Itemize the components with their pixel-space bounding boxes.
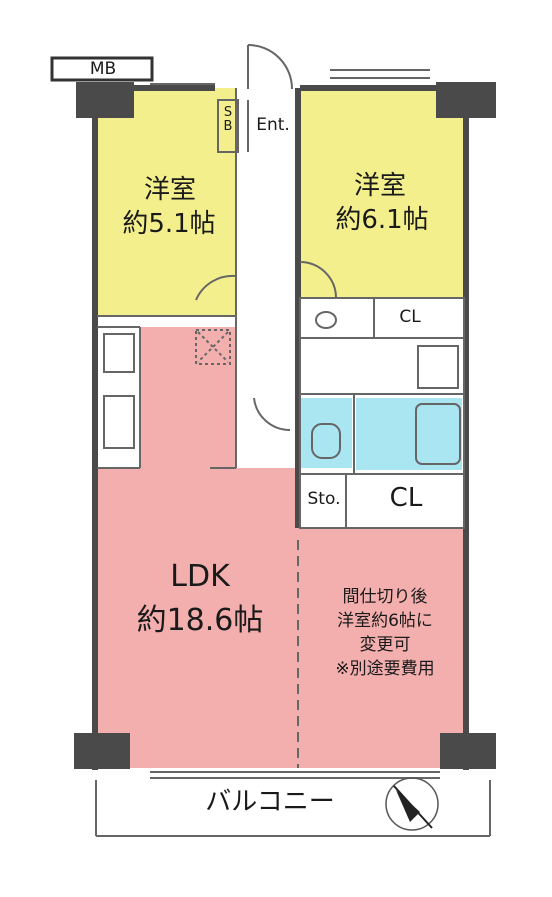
ldk-size: 約18.6帖	[136, 603, 264, 638]
meter-box	[50, 56, 154, 82]
bath-fill	[356, 398, 462, 470]
entrance-label: Ent.	[256, 115, 290, 135]
bedroom-east-size: 約6.1帖	[335, 205, 429, 235]
bedroom-east-name: 洋室	[353, 171, 406, 201]
walls	[92, 85, 469, 770]
shoe-box-label: S B	[223, 105, 233, 134]
columns	[74, 82, 496, 769]
partition-note-line2: 洋室約6帖に	[337, 611, 433, 631]
closet-upper-label: CL	[399, 307, 421, 327]
toilet-fill	[300, 398, 352, 468]
storage-label: Sto.	[307, 489, 341, 509]
balcony-label: バルコニー	[205, 787, 335, 817]
interior-lines	[95, 44, 491, 837]
partition-note-line1: 間仕切り後	[342, 587, 428, 607]
closet-lower-label: CL	[389, 483, 423, 513]
ldk-name: LDK	[170, 559, 230, 594]
bedroom-west-name: 洋室	[143, 175, 196, 205]
ldk-fill	[97, 327, 464, 768]
partition-note-line3: 変更可	[359, 635, 411, 655]
meter-box-label: MB	[89, 59, 117, 79]
partition-note-line4: ※別途要費用	[335, 659, 435, 679]
bedroom-west-size: 約5.1帖	[122, 209, 216, 239]
bedroom-east-fill	[300, 88, 464, 298]
bedroom-west-fill	[97, 88, 237, 316]
north-arrow-icon	[385, 777, 439, 831]
